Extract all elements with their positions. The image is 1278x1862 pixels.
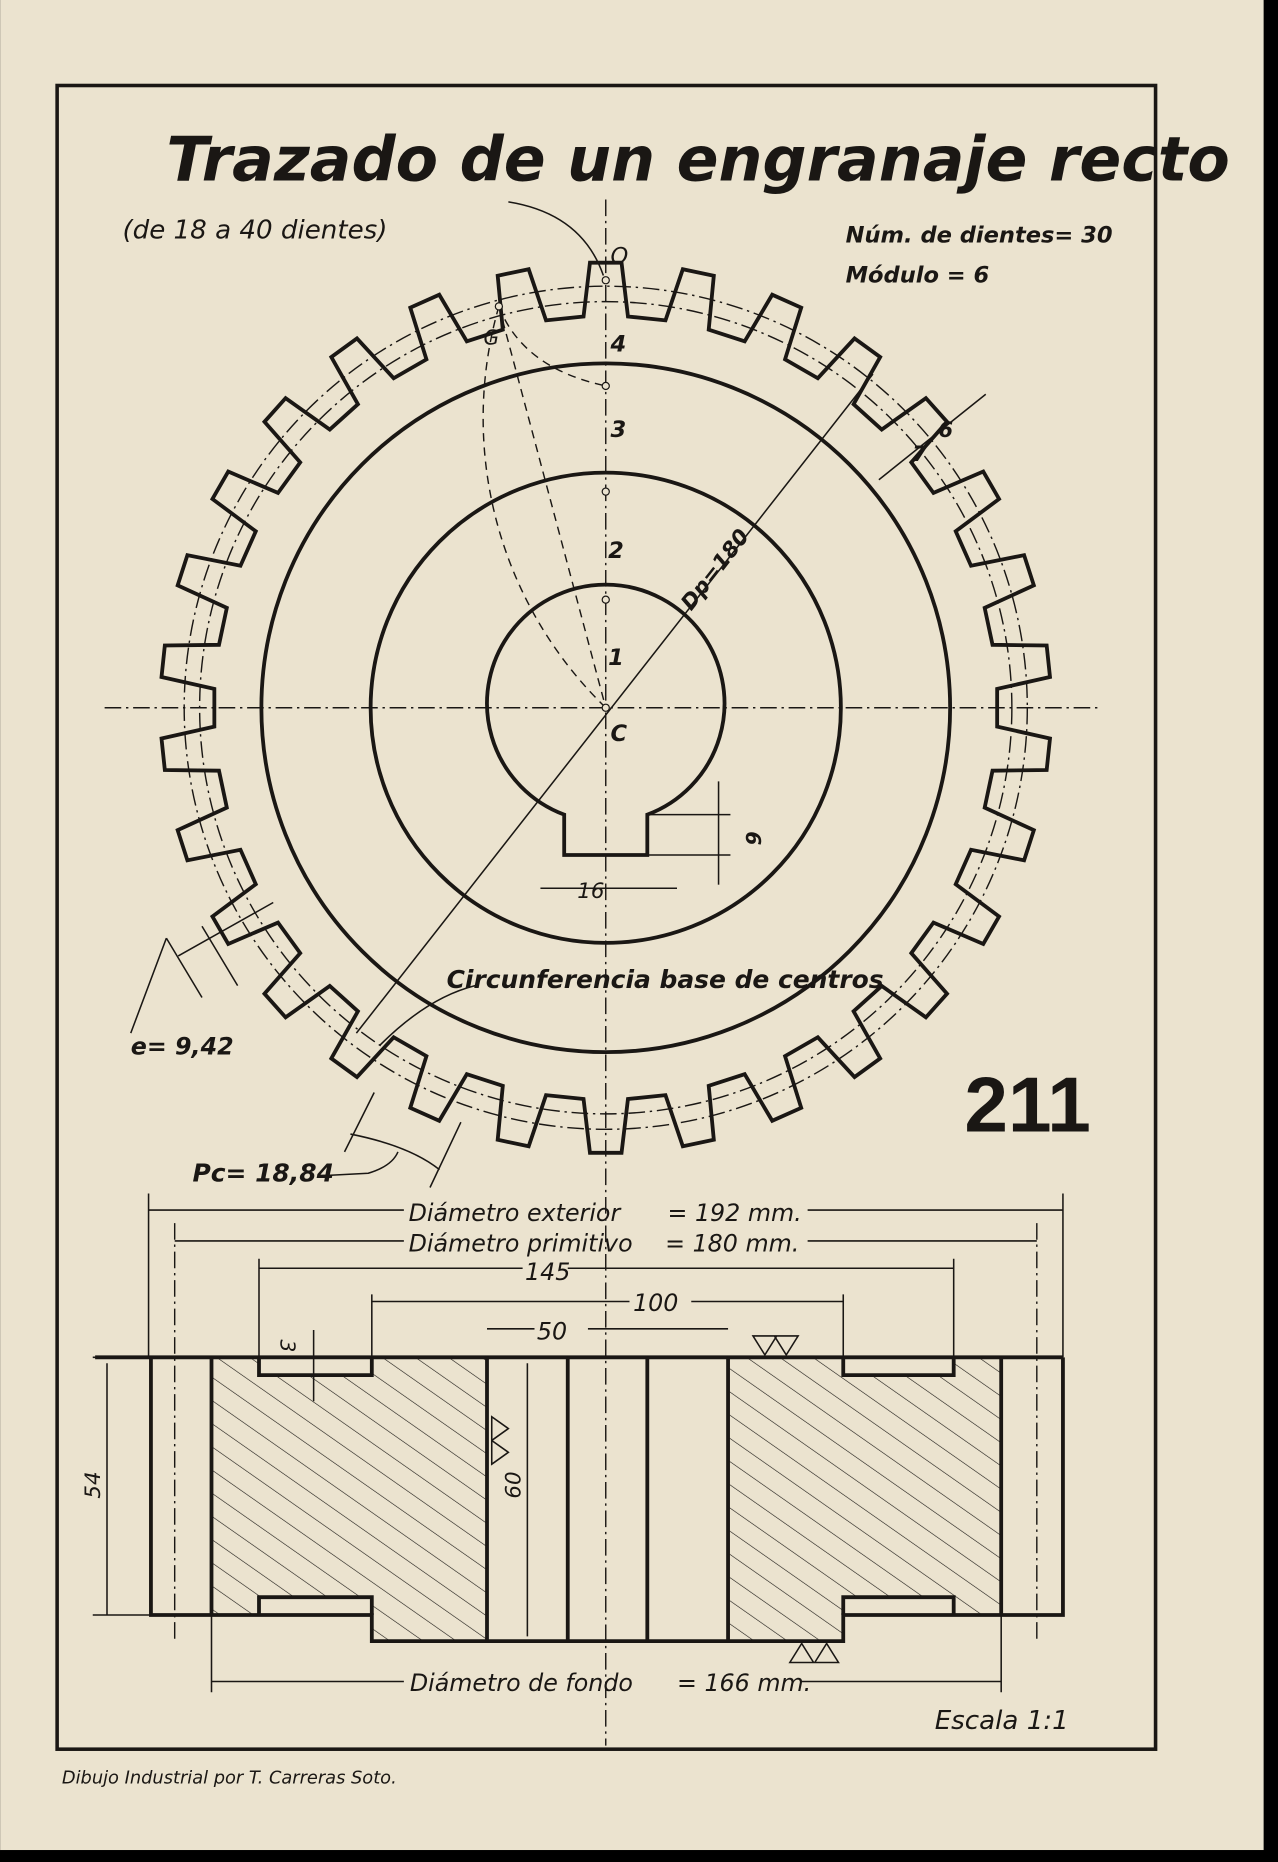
point-3	[601, 487, 610, 496]
section-outline	[149, 1357, 1065, 1644]
hub-circle-inner	[368, 470, 843, 945]
label-pitch-diameter: Diámetro primitivo	[409, 1230, 633, 1258]
dimension-lines	[148, 1209, 1063, 1683]
tooth-center-circle	[198, 300, 1013, 1115]
label-c: C	[611, 721, 628, 747]
surface-finish-symbols	[490, 1335, 840, 1664]
bore-with-keyway	[485, 582, 727, 857]
label-pc: Pc= 18,84	[193, 1159, 334, 1188]
dim-circular-pitch	[343, 1092, 462, 1188]
label-e: e= 9,42	[131, 1033, 234, 1061]
teeth-count: Núm. de dientes= 30	[846, 222, 1113, 248]
construction-arc	[482, 306, 607, 709]
label-key-width: 16	[577, 879, 604, 904]
module: Módulo = 6	[846, 263, 990, 289]
label-2: 2	[608, 538, 624, 564]
subtitle: (de 18 a 40 dientes)	[122, 216, 387, 246]
dim-tooth-thickness	[130, 901, 274, 1034]
label-3: 3	[611, 417, 627, 443]
construction-line-g	[498, 306, 607, 708]
value-pitch-diameter: = 180 mm.	[665, 1230, 799, 1258]
hub-circle-outer	[259, 361, 953, 1055]
plate-number: 211	[964, 1061, 1090, 1149]
leader-base-circle	[379, 984, 476, 1046]
label-key-depth: 6	[741, 831, 765, 845]
scan-edge	[0, 1850, 1278, 1862]
construction-arc-small	[498, 306, 606, 387]
label-root-diameter: Diámetro de fondo	[410, 1669, 633, 1697]
label-base-circle: Circunferencia base de centros	[447, 965, 884, 994]
pitch-diameter-line	[355, 373, 874, 1034]
pitch-centerlines	[173, 1223, 1038, 1639]
point-2	[601, 595, 610, 604]
title: Trazado de un engranaje recto	[166, 124, 1229, 196]
dim-54: 54	[81, 1471, 106, 1498]
scale-label: Escala 1:1	[935, 1706, 1069, 1736]
dim-100: 100	[633, 1289, 678, 1317]
gear-section-view: Diámetro exterior = 192 mm. Diámetro pri…	[81, 1193, 1065, 1697]
hatch-left	[211, 1357, 487, 1642]
leader-o	[508, 201, 605, 276]
point-c	[601, 703, 610, 712]
gear-teeth-outline	[159, 260, 1053, 1155]
value-outer-diameter: = 192 mm.	[668, 1199, 802, 1227]
pitch-circle	[183, 285, 1029, 1131]
label-o: O	[611, 244, 629, 270]
label-6: 6	[938, 418, 953, 443]
label-4: 4	[610, 332, 627, 358]
dim-3: 3	[275, 1340, 299, 1353]
extension-lines	[147, 1193, 1064, 1693]
label-7: 7	[912, 442, 927, 467]
point-4	[601, 381, 610, 391]
dim-60: 60	[501, 1471, 526, 1498]
height-dim-lines	[92, 1356, 529, 1637]
grooves	[257, 1357, 956, 1615]
point-o	[601, 276, 610, 285]
label-g: G	[483, 325, 499, 349]
dim-line-addendum	[878, 393, 987, 481]
value-root-diameter: = 166 mm.	[677, 1669, 811, 1697]
label-outer-diameter: Diámetro exterior	[409, 1199, 622, 1227]
hatch-right	[728, 1357, 1002, 1642]
frame-border	[55, 83, 1158, 1751]
credit: Dibujo Industrial por T. Carreras Soto.	[62, 1768, 397, 1789]
section-lines	[209, 1357, 1004, 1642]
dim-145: 145	[525, 1258, 570, 1286]
dim-50: 50	[537, 1318, 567, 1346]
label-1: 1	[608, 645, 624, 671]
point-g	[494, 302, 504, 311]
leader-pc	[323, 1151, 399, 1177]
